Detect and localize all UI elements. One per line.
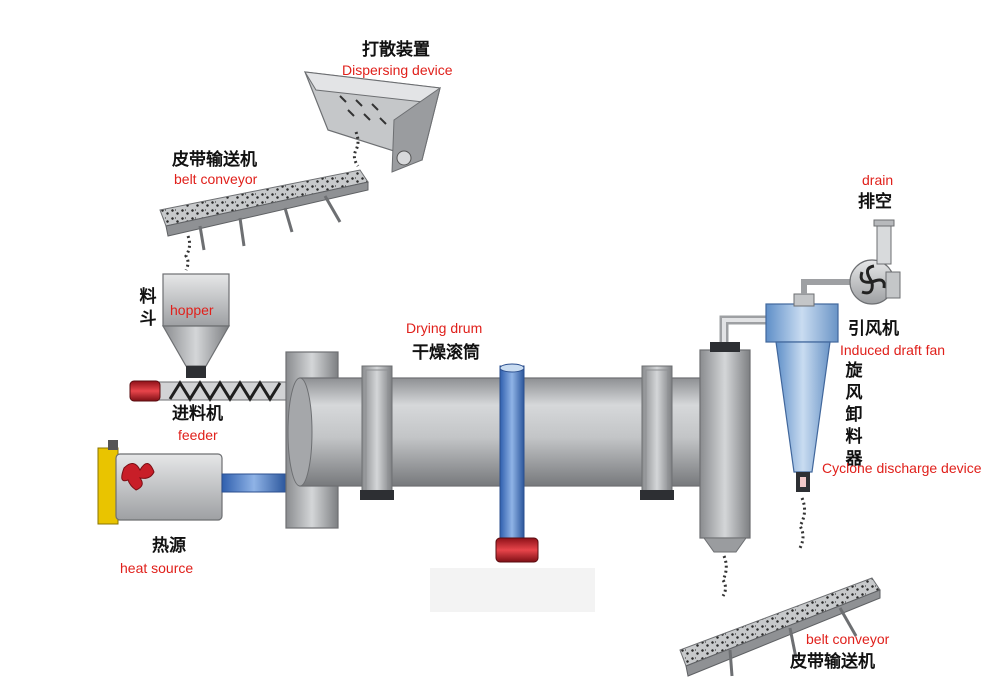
belt-conveyor-top — [159, 169, 369, 271]
feeder-label-en: feeder — [178, 427, 218, 443]
heat-source — [97, 440, 287, 525]
drying-drum-label-en: Drying drum — [406, 320, 483, 336]
cyclone — [765, 293, 839, 549]
drying-drum-label-zh: 干燥滚筒 — [412, 343, 480, 363]
belt-conveyor-top-label-zh: 皮带输送机 — [172, 150, 257, 170]
belt-conveyor-bottom — [679, 577, 881, 677]
heat-source-label-en: heat source — [120, 560, 194, 576]
induced-draft-fan — [801, 219, 901, 305]
dispersing-device — [304, 71, 441, 173]
hopper-label-zh: 料斗 — [139, 287, 157, 329]
induced-draft-fan-label-en: Induced draft fan — [840, 342, 946, 358]
drain-label-zh: 排空 — [858, 192, 892, 212]
cyclone-label-zh: 旋风卸料器 — [845, 361, 863, 469]
heat-source-label-zh: 热源 — [152, 536, 186, 556]
belt-conveyor-top-label-en: belt conveyor — [174, 171, 258, 187]
air-duct — [719, 315, 770, 342]
dispersing-device-label-en: Dispersing device — [342, 62, 453, 78]
dispersing-device-label-zh: 打散装置 — [362, 40, 430, 60]
floor-shadow — [430, 568, 595, 612]
belt-conveyor-bottom-label-zh: 皮带输送机 — [790, 652, 875, 672]
belt-conveyor-bottom-label-en: belt conveyor — [806, 631, 890, 647]
drain-label-en: drain — [862, 172, 894, 188]
hopper — [161, 273, 231, 378]
screw-feeder — [129, 380, 293, 402]
outlet-housing — [699, 342, 751, 597]
hopper-label-en: hopper — [170, 302, 214, 318]
induced-draft-fan-label-zh: 引风机 — [848, 319, 899, 339]
drying-drum — [287, 363, 721, 563]
feeder-label-zh: 进料机 — [172, 404, 223, 424]
cyclone-label-en: Cyclone discharge device — [822, 460, 982, 476]
